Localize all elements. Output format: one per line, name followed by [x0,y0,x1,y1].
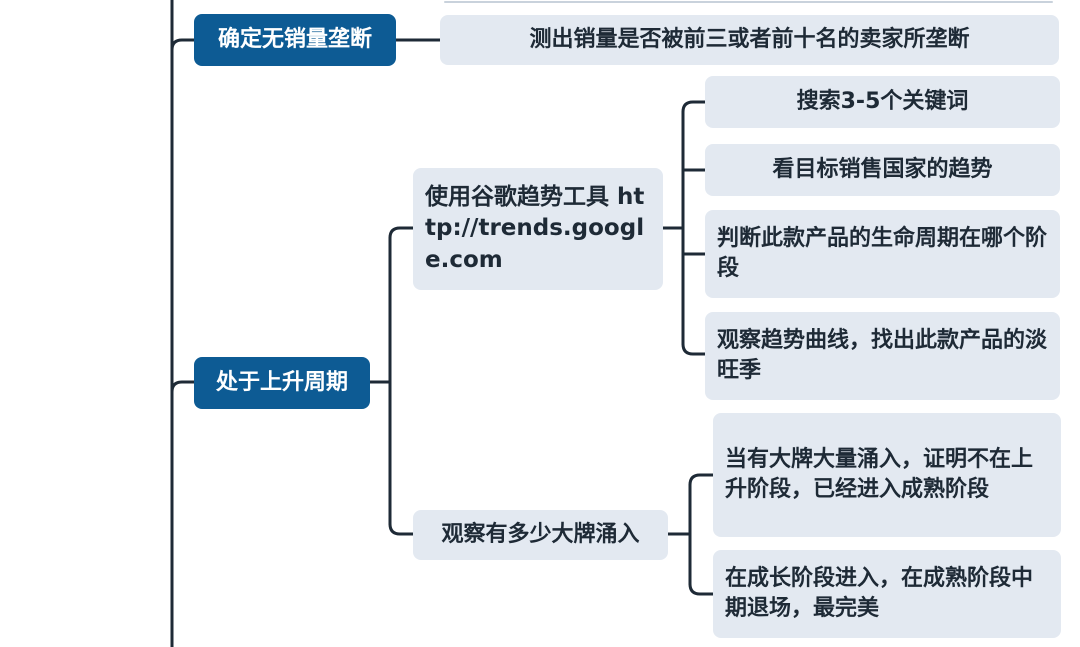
node-no-monopoly-detail-label: 测出销量是否被前三或者前十名的卖家所垄断 [529,27,970,53]
node-google-trends[interactable]: 使用谷歌趋势工具 http://trends.google.com [413,168,663,290]
node-mature-stage-label: 当有大牌大量涌入，证明不在上升阶段，已经进入成熟阶段 [725,447,1034,502]
node-seasonality-label: 观察趋势曲线，找出此款产品的淡旺季 [717,328,1048,383]
node-brands-entering-label: 观察有多少大牌涌入 [441,522,640,548]
node-brands-entering[interactable]: 观察有多少大牌涌入 [413,510,668,560]
node-no-monopoly[interactable]: 确定无销量垄断 [194,14,396,66]
node-best-timing-label: 在成长阶段进入，在成熟阶段中期退场，最完美 [725,566,1034,621]
node-life-cycle-label: 判断此款产品的生命周期在哪个阶段 [717,226,1048,281]
node-keywords[interactable]: 搜索3-5个关键词 [705,76,1060,128]
node-no-monopoly-detail[interactable]: 测出销量是否被前三或者前十名的卖家所垄断 [440,15,1059,65]
node-best-timing[interactable]: 在成长阶段进入，在成熟阶段中期退场，最完美 [713,550,1061,638]
node-keywords-label: 搜索3-5个关键词 [796,89,969,115]
node-target-country[interactable]: 看目标销售国家的趋势 [705,144,1060,196]
node-mature-stage[interactable]: 当有大牌大量涌入，证明不在上升阶段，已经进入成熟阶段 [713,413,1061,537]
node-rising-cycle[interactable]: 处于上升周期 [194,357,370,409]
node-google-trends-label: 使用谷歌趋势工具 http://trends.google.com [425,184,645,273]
node-life-cycle[interactable]: 判断此款产品的生命周期在哪个阶段 [705,210,1060,298]
node-target-country-label: 看目标销售国家的趋势 [772,157,993,183]
node-rising-cycle-label: 处于上升周期 [215,370,348,396]
node-no-monopoly-label: 确定无销量垄断 [217,27,372,53]
node-seasonality[interactable]: 观察趋势曲线，找出此款产品的淡旺季 [705,312,1060,400]
